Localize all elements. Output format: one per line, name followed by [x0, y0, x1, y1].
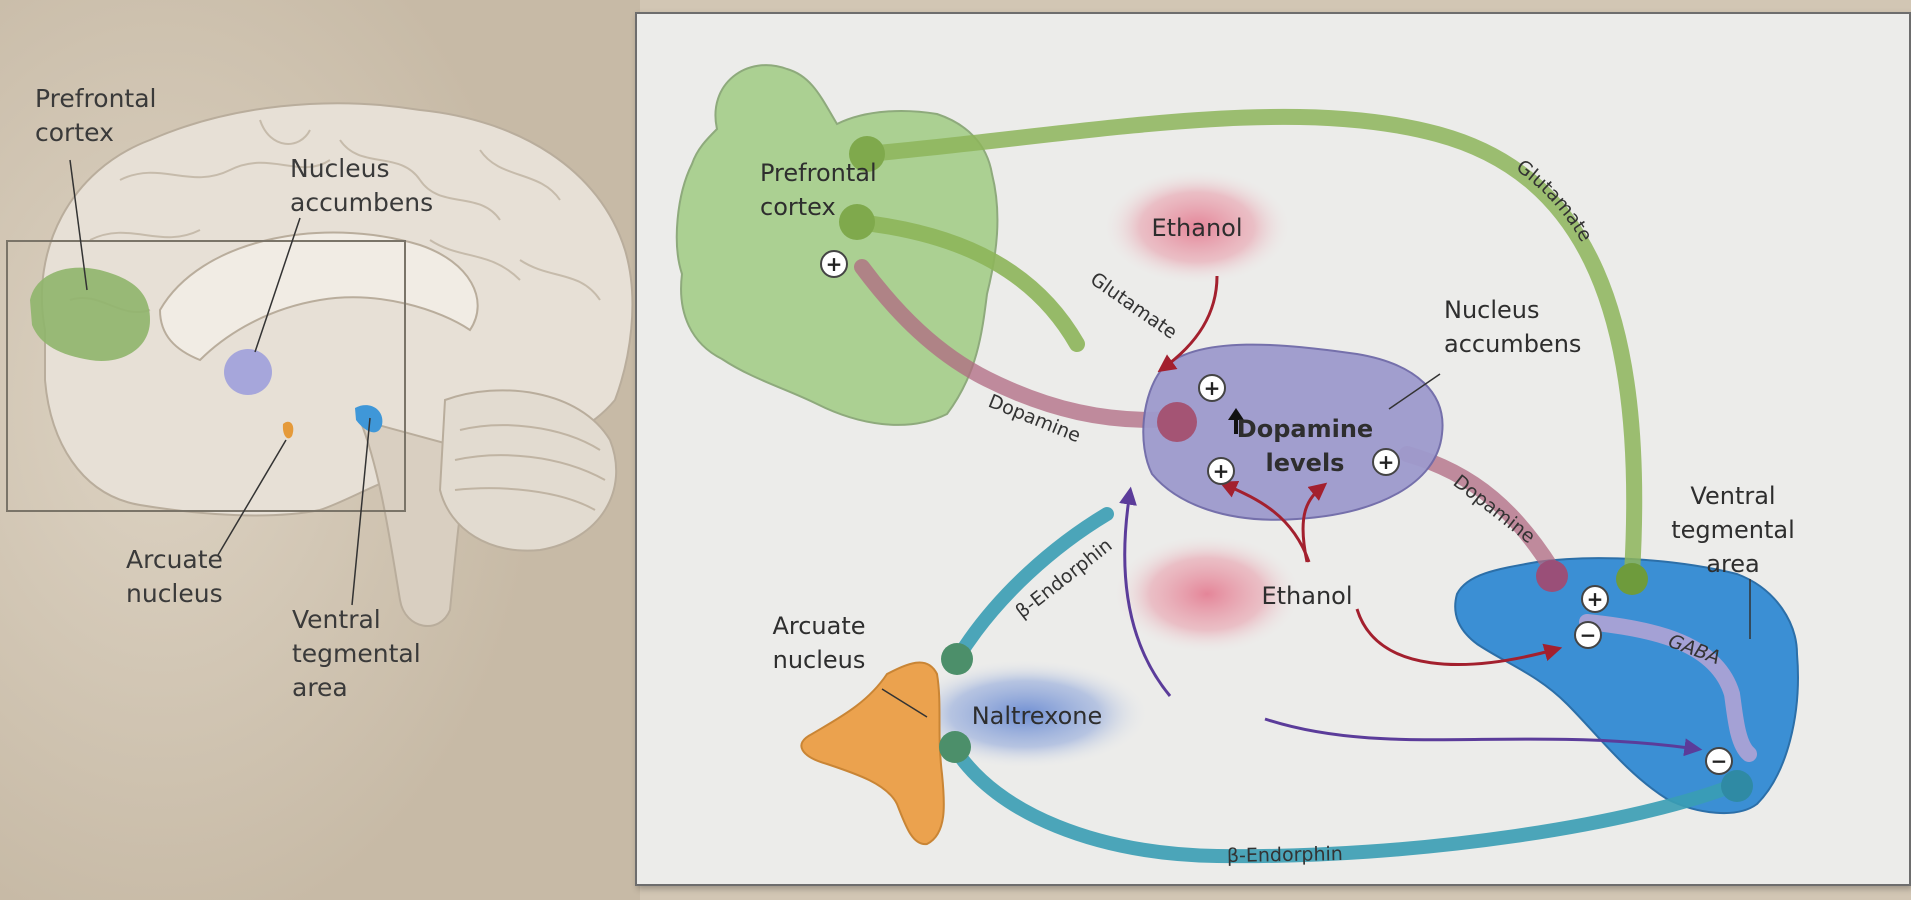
minus-sign-vta-upper: − — [1575, 622, 1601, 648]
brain-label-prefrontal: Prefrontal cortex — [35, 82, 156, 150]
label-naltrexone: Naltrexone — [972, 702, 1103, 730]
label-arcuate-2: nucleus — [773, 646, 866, 674]
label-endorphin-lower: β-Endorphin — [1227, 843, 1343, 867]
label-nucleus-accumbens-2: accumbens — [1444, 330, 1581, 358]
endorphin-pathway-lower — [955, 749, 1737, 856]
label-nucleus-accumbens: Nucleus — [1444, 296, 1540, 324]
svg-text:+: + — [1587, 587, 1604, 611]
svg-text:+: + — [1378, 450, 1395, 474]
plus-sign-accumbens-top: + — [1199, 375, 1225, 401]
svg-text:+: + — [826, 252, 843, 276]
plus-sign-vta: + — [1582, 586, 1608, 612]
label-prefrontal-cortex-2: cortex — [760, 193, 836, 221]
label-vta-1: Ventral — [1690, 482, 1775, 510]
brain-label-accumbens: Nucleus accumbens — [290, 152, 433, 220]
arcuate-nucleus-shape — [801, 662, 944, 844]
pathway-diagram: + + + + + − − — [637, 14, 1911, 886]
label-dopamine-levels-2: levels — [1266, 449, 1345, 477]
svg-text:+: + — [1204, 376, 1221, 400]
pathway-diagram-panel: + + + + + − − — [635, 12, 1911, 886]
label-arcuate-1: Arcuate — [772, 612, 865, 640]
svg-text:−: − — [1580, 623, 1597, 647]
label-dopamine-levels-1: Dopamine — [1237, 415, 1373, 443]
accumbens-region — [224, 349, 272, 395]
brain-label-arcuate: Arcuate nucleus — [126, 543, 223, 611]
svg-text:−: − — [1711, 749, 1728, 773]
plus-sign-accumbens-bottom: + — [1208, 458, 1234, 484]
svg-text:+: + — [1213, 459, 1230, 483]
plus-sign-accumbens-right: + — [1373, 449, 1399, 475]
label-vta-2: tegmental — [1671, 516, 1795, 544]
endorphin-pathway-upper — [957, 514, 1107, 659]
label-vta-3: area — [1706, 550, 1760, 578]
brain-label-vta: Ventral tegmental area — [292, 603, 421, 705]
plus-sign-prefrontal: + — [821, 251, 847, 277]
label-ethanol-bottom: Ethanol — [1261, 582, 1352, 610]
label-prefrontal-cortex: Prefrontal — [760, 159, 877, 187]
label-glutamate-outer: Glutamate — [1512, 156, 1596, 246]
label-ethanol-top: Ethanol — [1151, 214, 1242, 242]
label-dopamine-vta: Dopamine — [1449, 471, 1539, 548]
minus-sign-vta-lower: − — [1706, 748, 1732, 774]
